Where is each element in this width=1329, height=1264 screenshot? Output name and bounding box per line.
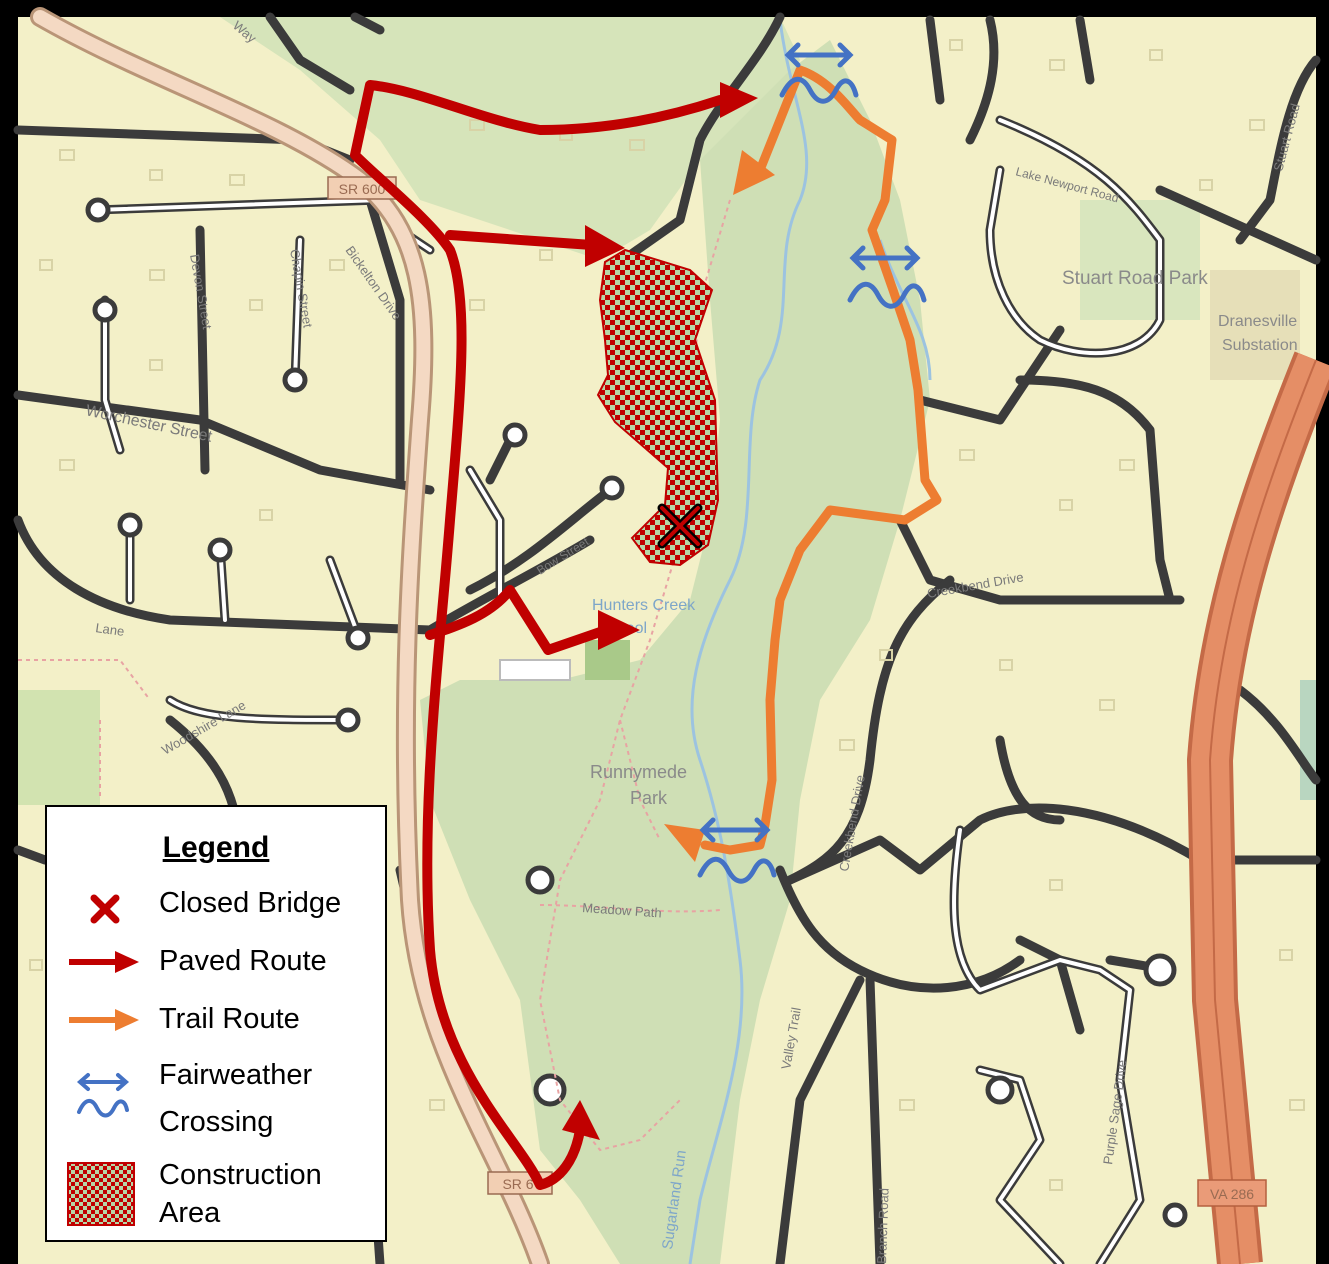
pool-field xyxy=(585,640,630,680)
paved-route-arrowheads xyxy=(562,82,758,1140)
legend-panel: Legend Closed Bridge Paved Route Trail R… xyxy=(45,805,387,1242)
va286-shield: VA 286 xyxy=(1197,1179,1267,1207)
legend-label-crossing-2: Crossing xyxy=(159,1106,274,1138)
meadow-label: Meadow Path xyxy=(582,900,662,921)
paved-route-legend-icon xyxy=(69,951,139,973)
legend-label-construction-1: Construction xyxy=(159,1159,322,1191)
sr600-road xyxy=(30,7,550,1264)
runnymede-label-2: Park xyxy=(630,788,668,808)
legend-label-closed-bridge: Closed Bridge xyxy=(159,887,342,919)
branch-road-label: Branch Road xyxy=(874,1188,892,1264)
buildings xyxy=(29,39,1305,1191)
va286-highway xyxy=(1186,351,1329,1264)
trail-route-legend-icon xyxy=(69,1009,139,1031)
legend-label-crossing-1: Fairweather xyxy=(159,1059,313,1091)
pool-building xyxy=(499,659,571,681)
runnymede-label-1: Runnymede xyxy=(590,762,687,782)
hunters-creek-label-1: Hunters Creek xyxy=(592,597,696,614)
sr600-north-label: SR 600 xyxy=(339,181,386,197)
legend-label-trail-route: Trail Route xyxy=(159,1003,300,1035)
trail-route[interactable] xyxy=(700,65,942,855)
legend-label-construction-2: Area xyxy=(159,1197,221,1229)
lane-w-label: Lane xyxy=(95,620,126,639)
crossing-legend-icon xyxy=(76,1073,130,1118)
va286-label: VA 286 xyxy=(1210,1186,1254,1202)
crossing-icon-north[interactable] xyxy=(779,42,859,104)
dranesville-label-1: Dranesville xyxy=(1218,313,1297,330)
paved-route[interactable] xyxy=(350,80,725,1190)
construction-legend-icon xyxy=(67,1162,135,1226)
closed-bridge-legend-icon xyxy=(90,894,120,924)
sr600-south-label: SR 6 xyxy=(502,1176,533,1192)
legend-title: Legend xyxy=(162,831,270,864)
crossing-icon-middle[interactable] xyxy=(847,245,927,309)
stuart-park-label: Stuart Road Park xyxy=(1062,268,1208,289)
construction-area[interactable] xyxy=(596,248,720,567)
closed-bridge-icon[interactable] xyxy=(657,503,703,549)
legend-label-paved-route: Paved Route xyxy=(159,945,327,977)
cul-de-sacs xyxy=(85,197,1188,1228)
crossing-icon-south[interactable] xyxy=(697,817,777,884)
trail-route-arrowheads xyxy=(664,150,775,862)
dranesville-label-2: Substation xyxy=(1222,337,1298,354)
